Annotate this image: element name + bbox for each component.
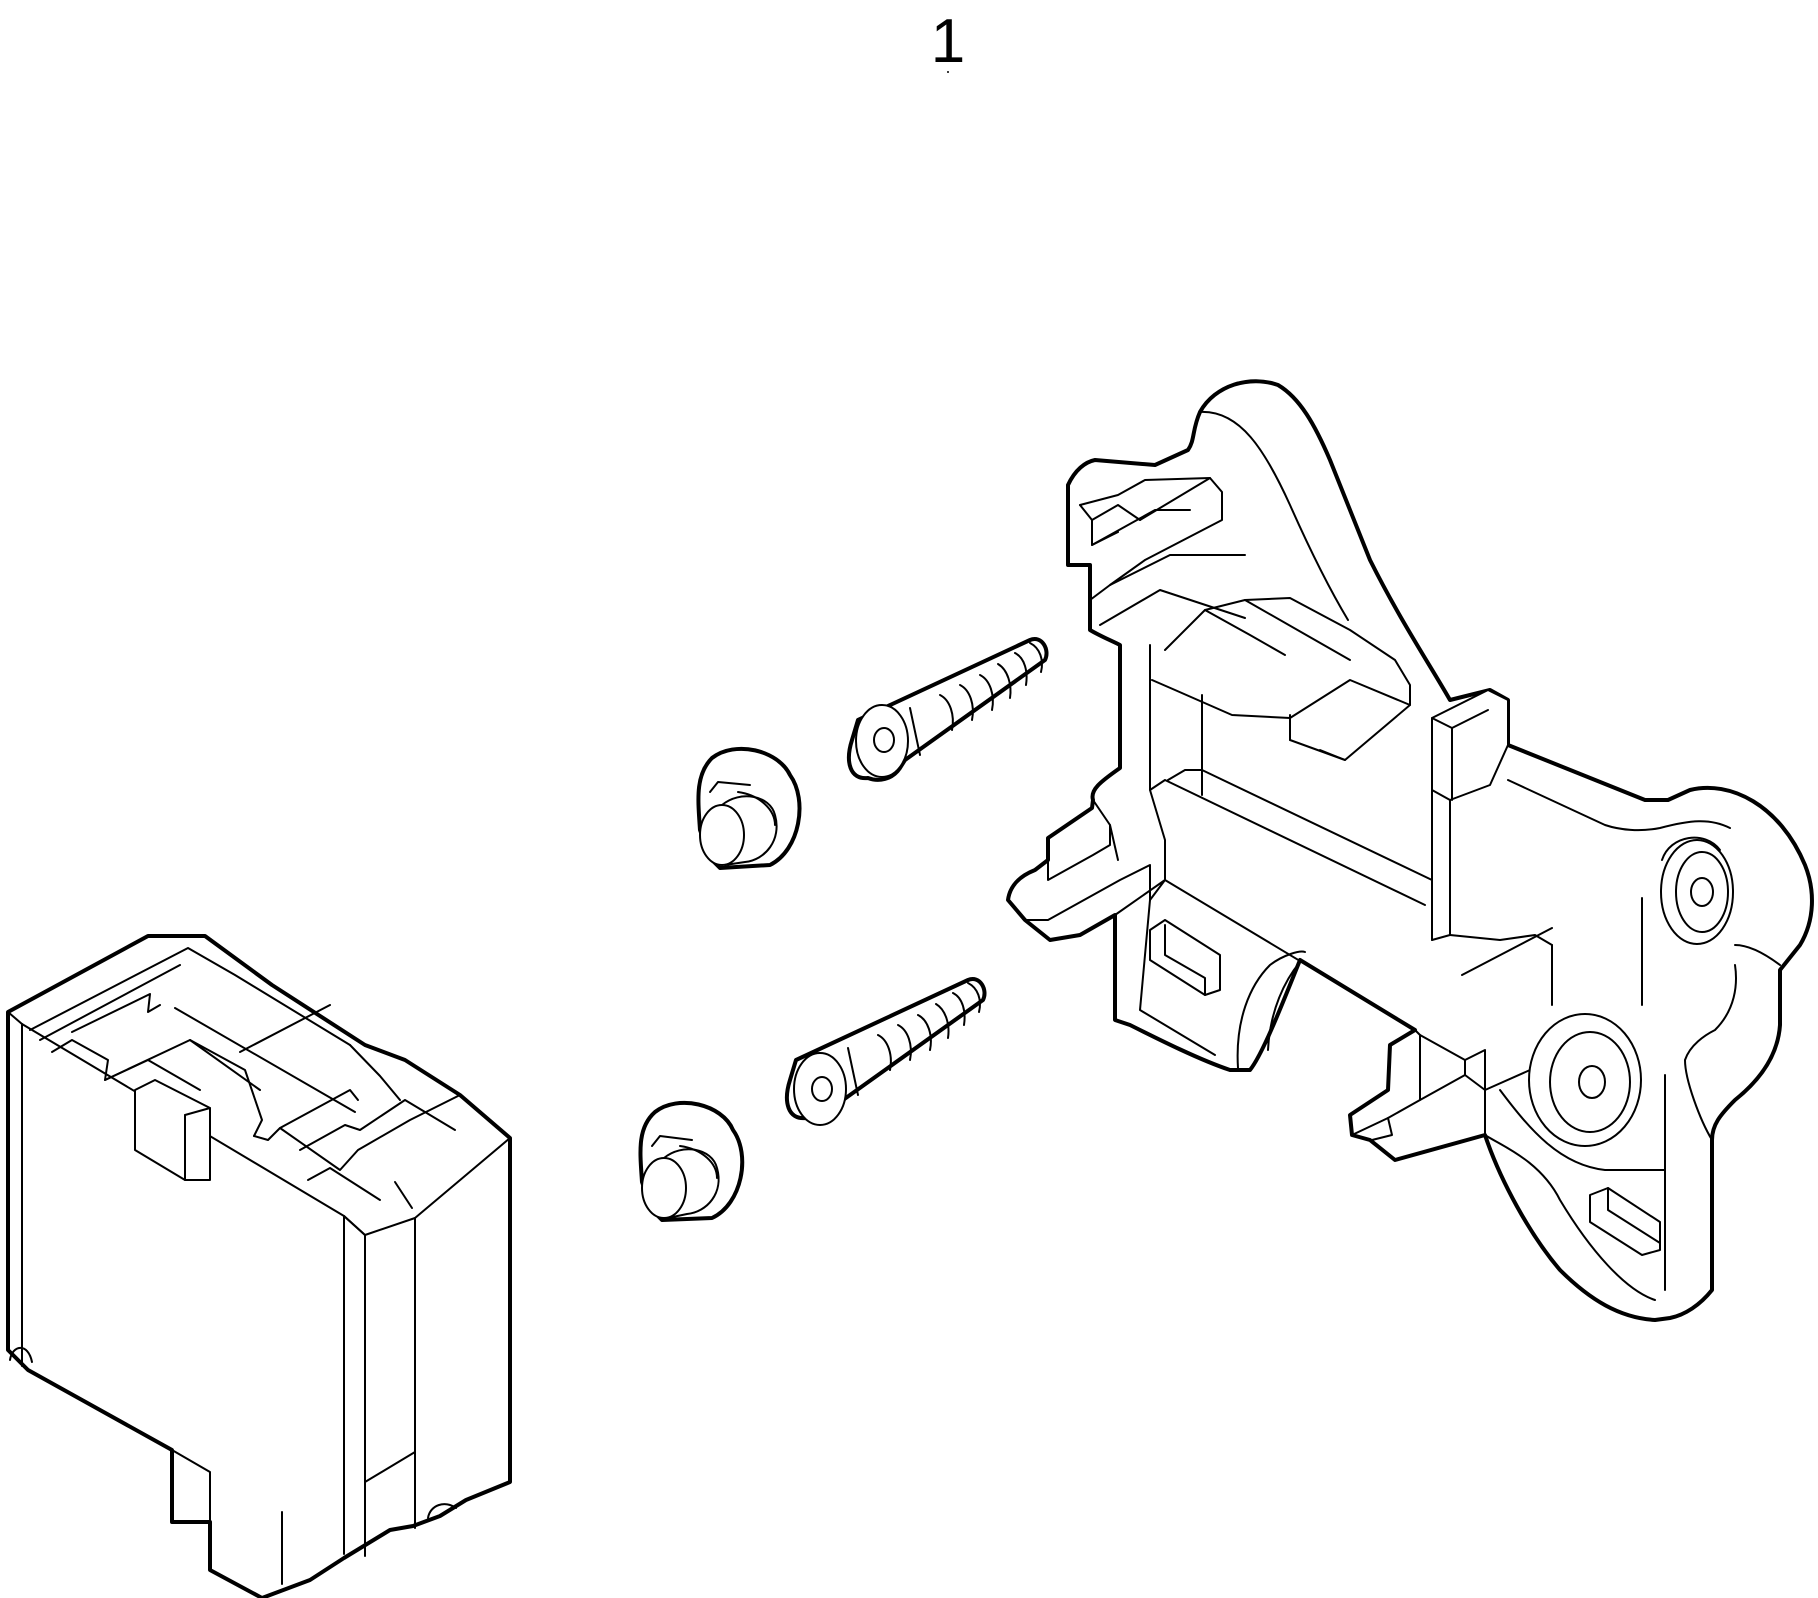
mounting-bracket xyxy=(1006,379,1814,1322)
grommet-upper xyxy=(696,746,802,870)
control-module xyxy=(6,934,512,1598)
screw-lower xyxy=(785,977,987,1126)
grommet-lower xyxy=(638,1100,745,1222)
screw-upper xyxy=(847,637,1049,782)
callout-number: 1 xyxy=(931,7,965,76)
